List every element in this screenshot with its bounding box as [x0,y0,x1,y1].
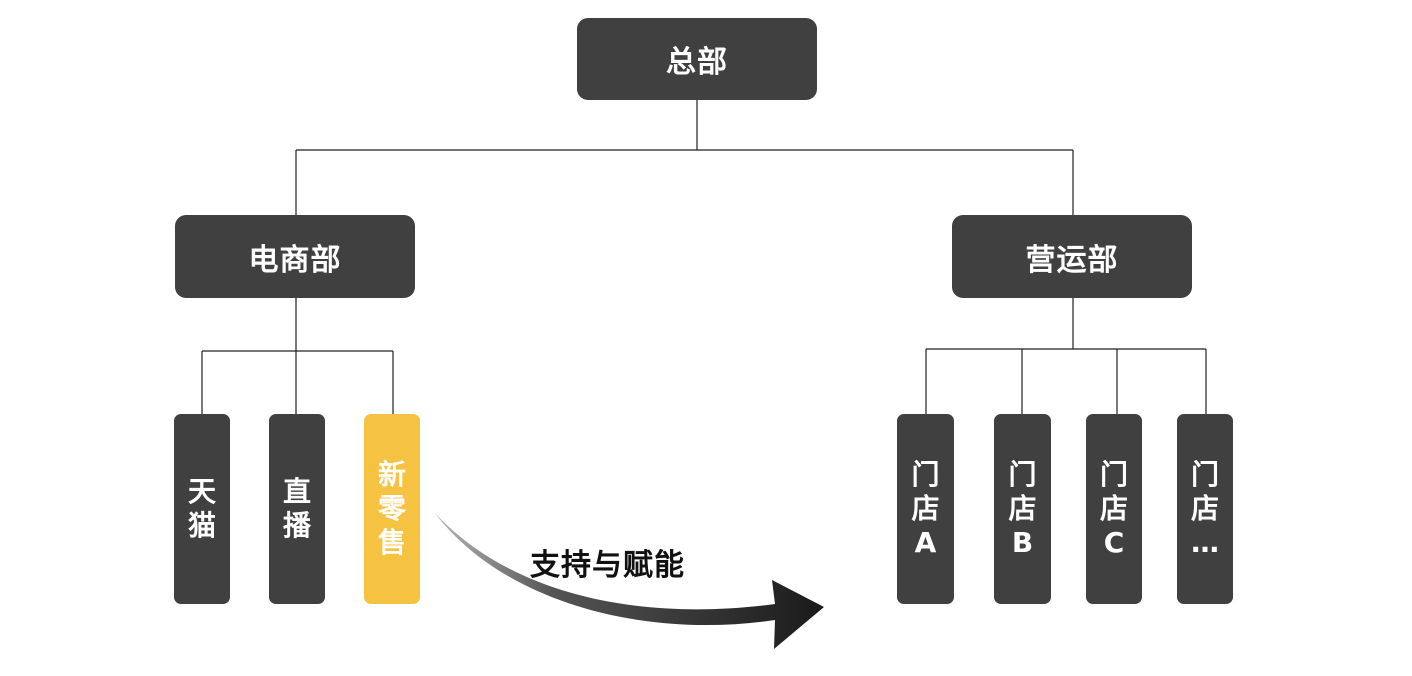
store-more-label: 门店… [1190,458,1219,559]
arrow-label: 支持与赋能 [530,548,685,583]
store-c-node: 门店C [1086,414,1142,604]
operations-node: 营运部 [952,215,1192,298]
hq-label: 总部 [666,45,728,80]
new-retail-label: 新零售 [377,458,406,559]
store-b-node: 门店B [994,414,1051,604]
store-a-label: 门店A [911,458,940,559]
tmall-label: 天猫 [187,475,216,542]
store-a-node: 门店A [897,414,954,604]
store-b-label: 门店B [1008,458,1037,559]
ecommerce-label: 电商部 [248,242,342,278]
live-label: 直播 [282,475,311,542]
new-retail-node: 新零售 [364,414,420,604]
ecommerce-node: 电商部 [175,215,415,298]
live-node: 直播 [269,414,325,604]
hq-node: 总部 [577,18,817,100]
tmall-node: 天猫 [174,414,230,604]
operations-label: 营运部 [1025,242,1119,278]
support-arrow [434,512,824,649]
store-more-node: 门店… [1177,414,1233,604]
store-c-label: 门店C [1099,458,1128,559]
